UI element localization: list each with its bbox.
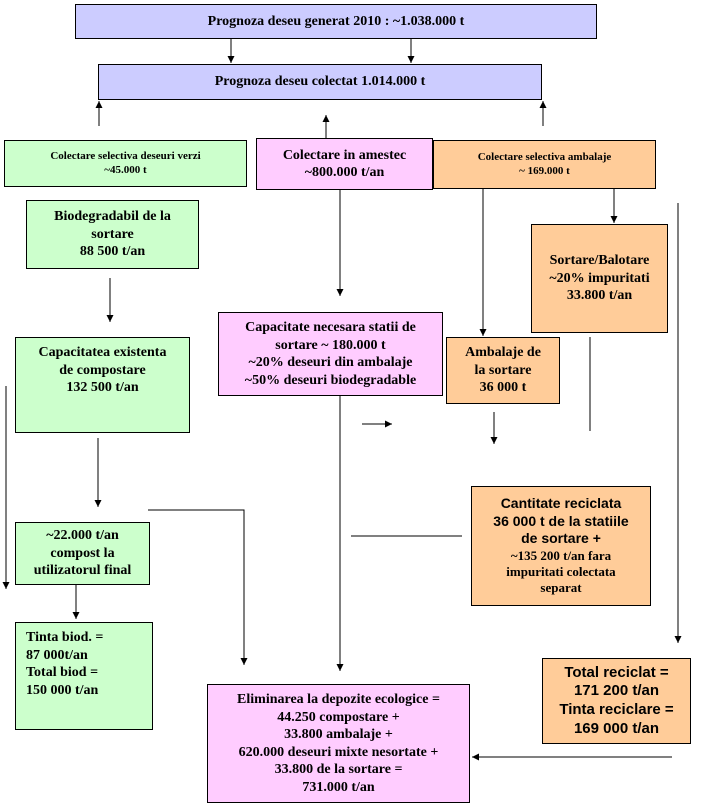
mixed-collection-line-1: Colectare in amestec bbox=[282, 147, 407, 163]
green-collection-line-1: Colectare selectiva deseuri verzi bbox=[50, 149, 201, 162]
bio-target-line-4: 150 000 t/an bbox=[26, 682, 99, 698]
packaging-from-sorting-line-3: 36 000 t bbox=[479, 380, 527, 396]
compost-line-1: ~22.000 t/an bbox=[46, 528, 119, 544]
biodegradable-line-1: Biodegradabil de la bbox=[54, 209, 171, 225]
bio-target-line-2: 87 000t/an bbox=[26, 647, 88, 663]
biodegradable-line-3: 88 500 t/an bbox=[79, 244, 146, 260]
packaging-collection-line-1: Colectare selectiva ambalaje bbox=[477, 150, 612, 163]
collected-waste-forecast-box: Prognoza deseu colectat 1.014.000 t bbox=[98, 64, 542, 100]
composting-line-3: 132 500 t/an bbox=[66, 380, 139, 395]
recycled-line-1: Cantitate reciclata bbox=[500, 495, 622, 512]
total-recycled-box: Total reciclat = 171 200 t/an Tinta reci… bbox=[542, 658, 691, 744]
packaging-from-sorting-line-2: la sortare bbox=[474, 362, 532, 378]
total-recycled-line-2: 171 200 t/an bbox=[573, 682, 660, 700]
sorting-capacity-line-3: ~20% deseuri din ambalaje bbox=[248, 355, 413, 370]
recycled-line-3: de sortare + bbox=[521, 530, 601, 547]
bio-target-line-1: Tinta biod. = bbox=[26, 630, 104, 645]
generated-waste-forecast-box: Prognoza deseu generat 2010 : ~1.038.000… bbox=[75, 4, 597, 39]
total-recycled-line-4: 169 000 t/an bbox=[573, 719, 660, 737]
generated-line-1: Prognoza deseu generat 2010 : ~1.038.000… bbox=[207, 13, 465, 29]
sorting-capacity-line-1: Capacitate necesara statii de bbox=[245, 320, 416, 335]
landfill-line-3: 33.800 ambalaje + bbox=[284, 727, 393, 742]
biodegradable-from-sorting-box: Biodegradabil de la sortare 88 500 t/an bbox=[26, 200, 199, 269]
compost-end-user-box: ~22.000 t/an compost la utilizatorul fin… bbox=[15, 522, 150, 585]
biodegradable-line-2: sortare bbox=[91, 226, 134, 242]
recycled-line-5: impuritati colectata bbox=[506, 564, 616, 580]
landfill-line-5: 33.800 de la sortare = bbox=[274, 762, 403, 777]
landfill-line-2: 44.250 compostare + bbox=[277, 709, 400, 725]
bio-target-line-3: Total biod = bbox=[26, 665, 99, 680]
packaging-collection-line-2: ~ 169.000 t bbox=[519, 164, 570, 177]
recycled-line-6: separat bbox=[540, 580, 582, 596]
recycled-line-2: 36 000 t de la statiile bbox=[493, 512, 629, 529]
green-waste-collection-box: Colectare selectiva deseuri verzi ~45.00… bbox=[4, 140, 247, 187]
recycled-quantity-box: Cantitate reciclata 36 000 t de la stati… bbox=[471, 486, 651, 606]
packaging-from-sorting-line-1: Ambalaje de bbox=[465, 345, 541, 361]
compost-line-2: compost la bbox=[50, 545, 115, 561]
landfill-line-4: 620.000 deseuri mixte nesortate + bbox=[238, 744, 439, 760]
packaging-from-sorting-box: Ambalaje de la sortare 36 000 t bbox=[446, 337, 560, 404]
mixed-collection-box: Colectare in amestec ~800.000 t/an bbox=[256, 138, 433, 190]
green-collection-line-2: ~45.000 t bbox=[104, 163, 147, 176]
composting-capacity-box: Capacitatea existenta de compostare 132 … bbox=[15, 337, 190, 433]
recycled-line-4: ~135 200 t/an fara bbox=[510, 547, 612, 563]
bio-target-box: Tinta biod. = 87 000t/an Total biod = 15… bbox=[15, 622, 153, 730]
composting-line-2: de compostare bbox=[59, 362, 146, 378]
composting-line-1: Capacitatea existenta bbox=[38, 345, 167, 360]
mixed-collection-line-2: ~800.000 t/an bbox=[304, 165, 385, 180]
total-recycled-line-1: Total reciclat = bbox=[564, 663, 669, 681]
sorting-baling-box: Sortare/Balotare ~20% impuritati 33.800 … bbox=[531, 224, 668, 333]
sorting-capacity-line-4: ~50% deseuri biodegradable bbox=[244, 372, 417, 388]
sorting-baling-line-3: 33.800 t/an bbox=[566, 288, 633, 304]
arrow-composting-to-landfill bbox=[148, 509, 248, 665]
landfill-line-1: Eliminarea la depozite ecologice = bbox=[237, 692, 440, 707]
sorting-capacity-box: Capacitate necesara statii de sortare ~ … bbox=[218, 312, 443, 396]
sorting-capacity-line-2: sortare ~ 180.000 t bbox=[275, 337, 386, 353]
collected-line-1: Prognoza deseu colectat 1.014.000 t bbox=[214, 74, 426, 90]
packaging-collection-box: Colectare selectiva ambalaje ~ 169.000 t bbox=[433, 140, 656, 189]
compost-line-3: utilizatorul final bbox=[33, 563, 132, 579]
landfill-disposal-box: Eliminarea la depozite ecologice = 44.25… bbox=[207, 684, 470, 803]
total-recycled-line-3: Tinta reciclare = bbox=[559, 701, 674, 718]
sorting-baling-line-1: Sortare/Balotare bbox=[549, 253, 650, 269]
sorting-baling-line-2: ~20% impuritati bbox=[549, 270, 650, 286]
landfill-line-6: 731.000 t/an bbox=[302, 779, 375, 795]
